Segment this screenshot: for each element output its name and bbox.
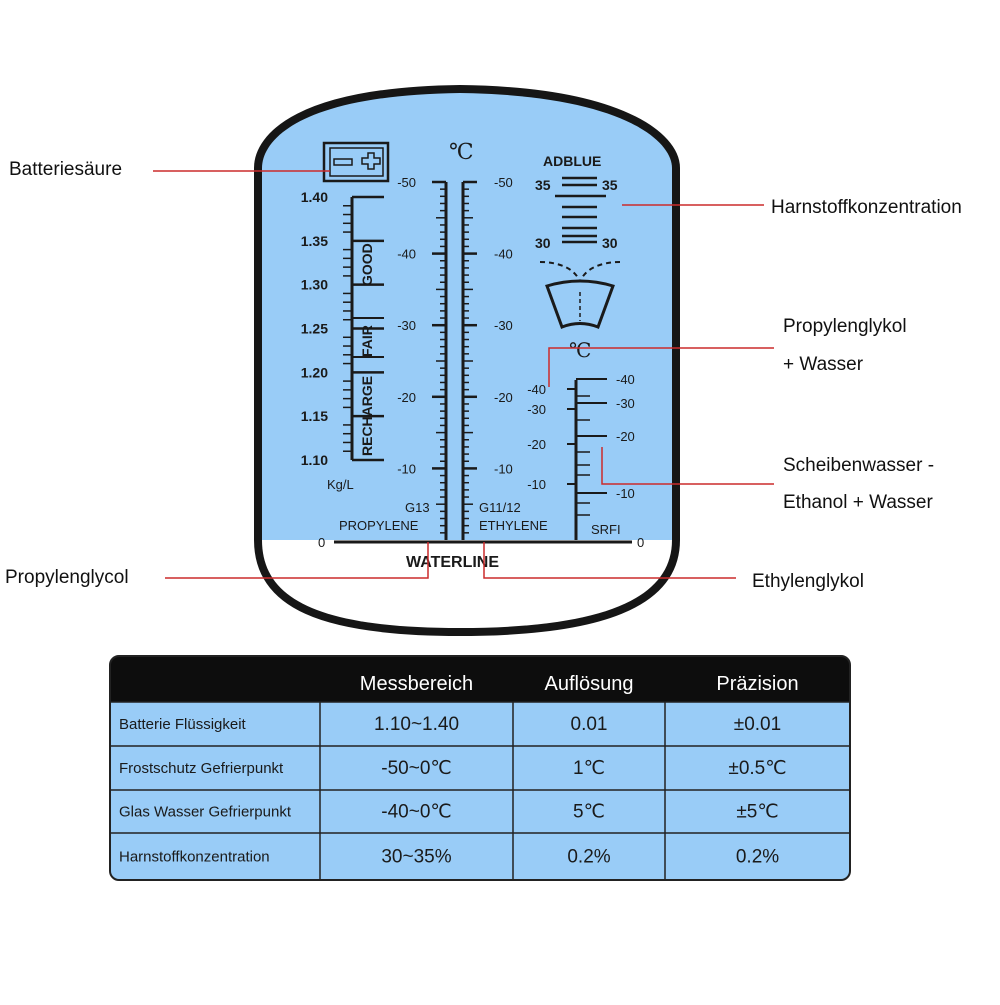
adblue-viewport-shape [545, 279, 615, 329]
zone-good-label: GOOD [359, 243, 375, 286]
propylene-code: G13 [405, 500, 430, 515]
table-row-label: Harnstoffkonzentration [119, 849, 270, 866]
table-cell: 30~35% [381, 847, 451, 868]
adblue-bottom-right: 30 [602, 235, 618, 251]
table-cell: 0.2% [736, 847, 779, 868]
propylene-tick-label: -10 [397, 461, 416, 476]
propylene-scale: -50 -40 -30 -20 -10 [397, 175, 448, 540]
ethylene-tick-label: -10 [494, 461, 513, 476]
callout-ethylenglykol: Ethylenglykol [752, 571, 864, 592]
table-cell: 1℃ [573, 758, 605, 779]
table-row-label: Batterie Flüssigkeit [119, 716, 247, 733]
srfi-right-label: -20 [616, 429, 635, 444]
table-cell: 0.01 [571, 714, 608, 735]
ethylene-scale: -50 -40 -30 -20 -10 [461, 175, 513, 540]
battery-tick-label: 1.30 [301, 277, 328, 293]
battery-unit-label: Kg/L [327, 477, 354, 492]
callout-scheibenwasser-line1: Scheibenwasser - [783, 455, 934, 476]
callout-scheibenwasser-line2: Ethanol + Wasser [783, 492, 933, 513]
propylene-name: PROPYLENE [339, 518, 419, 533]
callout-propylenglycol: Propylenglycol [5, 567, 129, 588]
callout-labels: Batteriesäure Harnstoffkonzentration Pro… [5, 159, 962, 592]
ethylene-tick-label: -40 [494, 247, 513, 262]
table-cell: ±0.5℃ [728, 758, 786, 779]
table-cell: -50~0℃ [381, 758, 451, 779]
srfi-right-label: -10 [616, 486, 635, 501]
table-cell: 1.10~1.40 [374, 714, 459, 735]
callout-line-propylenglykol-wasser [548, 347, 774, 387]
zone-recharge-label: RECHARGE [359, 376, 375, 456]
battery-tick-label: 1.35 [301, 233, 328, 249]
srfi-left-label: -40 [527, 382, 546, 397]
battery-tick-label: 1.40 [301, 189, 328, 205]
srfi-left-label: -10 [527, 477, 546, 492]
zero-left-label: 0 [318, 535, 325, 550]
battery-tick-label: 1.15 [301, 408, 328, 424]
adblue-scale: ADBLUE 35 35 30 30 [535, 153, 621, 329]
table-cell: -40~0℃ [381, 802, 451, 823]
callout-propylenglykol-line2: + Wasser [783, 354, 864, 375]
callout-propylenglykol-line1: Propylenglykol [783, 316, 907, 337]
ethylene-tick-label: -50 [494, 175, 513, 190]
table-row-label: Frostschutz Gefrierpunkt [119, 760, 284, 777]
ethylene-name: ETHYLENE [479, 518, 548, 533]
srfi-left-label: -20 [527, 437, 546, 452]
adblue-title: ADBLUE [543, 153, 601, 169]
srfi-left-label: -30 [527, 402, 546, 417]
adblue-arc-right [579, 261, 621, 283]
table-body [110, 702, 850, 880]
battery-tick-label: 1.10 [301, 452, 328, 468]
table-header-cell: Messbereich [360, 673, 473, 695]
callout-line-propylenglycol [165, 542, 429, 579]
table-cell: 5℃ [573, 802, 605, 823]
srfi-right-label: -30 [616, 396, 635, 411]
waterline: 0 0 WATERLINE [318, 535, 644, 571]
ethylene-tick-label: -30 [494, 318, 513, 333]
waterline-label: WATERLINE [406, 554, 499, 571]
propylene-tick-label: -50 [397, 175, 416, 190]
callout-lines [153, 170, 774, 579]
callout-line-ethylenglykol [483, 542, 736, 579]
callout-harnstoffkonzentration: Harnstoffkonzentration [771, 197, 962, 218]
battery-zone-labels: GOOD FAIR RECHARGE [352, 243, 384, 456]
adblue-arc-left [539, 261, 581, 283]
battery-scale: 1.40 1.35 1.30 1.25 1.20 1.15 1.10 [301, 189, 384, 468]
adblue-bottom-left: 30 [535, 235, 551, 251]
srfi-scale: -40 -30 -20 -10 -40 -30 -20 -10 [527, 372, 635, 540]
battery-tick-label: 1.20 [301, 364, 328, 380]
table-cell: ±5℃ [736, 802, 778, 823]
srfi-name: SRFI [591, 522, 621, 537]
srfi-unit-label: ℃ [569, 338, 591, 362]
adblue-top-right: 35 [602, 177, 618, 193]
zero-right-label: 0 [637, 535, 644, 550]
srfi-right-label: -40 [616, 372, 635, 387]
table-header-cell: Auflösung [545, 673, 634, 695]
battery-tick-label: 1.25 [301, 321, 328, 337]
table-header-cell: Präzision [716, 673, 798, 695]
battery-icon [322, 141, 390, 183]
propylene-tick-label: -20 [397, 390, 416, 405]
table-row-label: Glas Wasser Gefrierpunkt [119, 804, 292, 821]
table-header-bar [110, 656, 850, 702]
propylene-tick-label: -30 [397, 318, 416, 333]
adblue-top-left: 35 [535, 177, 551, 193]
zone-fair-label: FAIR [359, 325, 375, 357]
table-cell: ±0.01 [734, 714, 781, 735]
ethylene-tick-label: -20 [494, 390, 513, 405]
ethylene-code: G11/12 [479, 500, 521, 515]
callout-batteriesaeure: Batteriesäure [9, 159, 122, 180]
freeze-unit-label: ℃ [449, 140, 474, 165]
table-cell: 0.2% [567, 847, 610, 868]
callout-line-scheibenwasser [601, 447, 774, 485]
propylene-tick-label: -40 [397, 247, 416, 262]
